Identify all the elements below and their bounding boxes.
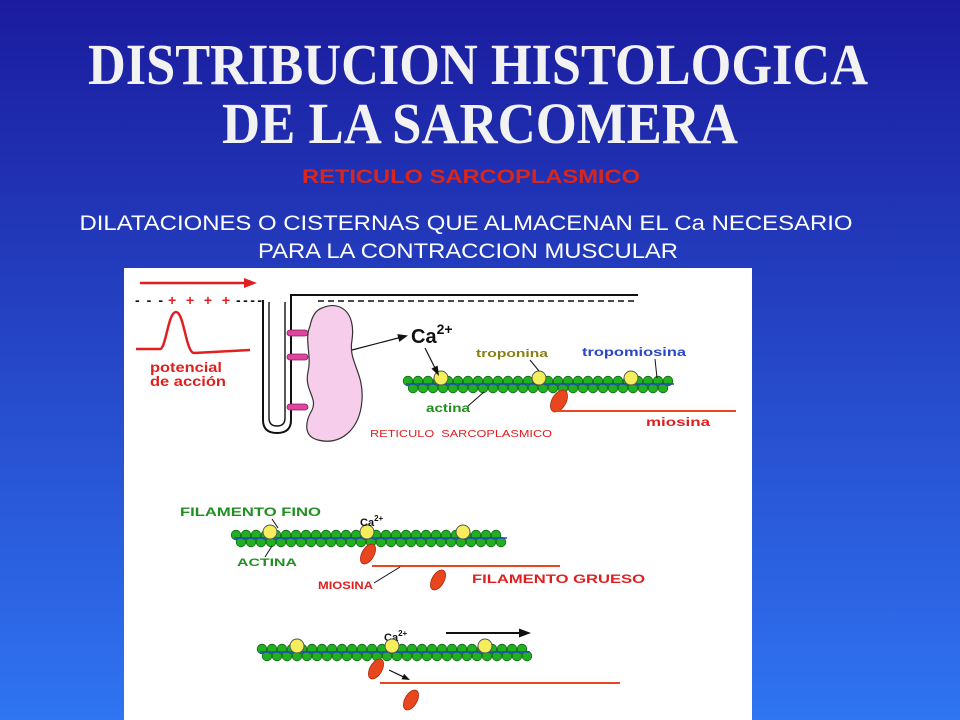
membrane-negative-charges: - - - [135,292,163,308]
myosin-head [403,689,419,711]
description-line-1: DILATACIONES O CISTERNAS QUE ALMACENAN E… [80,212,853,235]
calcium-symbol: Ca [360,517,375,529]
action-potential-curve [136,310,251,355]
slide-title-line-2: DE LA SARCOMERA [222,91,738,156]
diagram-panel [124,268,752,720]
troponin-bead [384,638,400,654]
troponin-bead [531,370,547,386]
troponin-bead [455,524,471,540]
calcium-charge: 2+ [437,321,453,337]
miosina-label: MIOSINA [318,580,373,592]
actin-filament [230,524,507,548]
actina-label: ACTINA [237,557,297,569]
calcium-release-arrow [351,334,408,351]
reticulo-sarcoplasmico-label: RETICULO SARCOPLASMICO [370,429,552,440]
action-potential-label: potencial [150,359,222,375]
arrow-right-icon [140,278,257,288]
t-tubule-inner-membrane [268,302,286,427]
label-leader-line [373,566,401,584]
sarcomere-diagram: - - - + + + + - - - - potencial de acció… [124,268,752,720]
myosin-head [430,569,446,591]
arrow-right-icon [446,628,531,638]
myosin-head [550,389,568,413]
description-line-2: PARA LA CONTRACCION MUSCULAR [258,240,678,263]
troponin-bead [477,638,493,654]
triad-connector [286,353,309,361]
t-tubule-outer-membrane [262,294,638,435]
calcium-ion-label: Ca2+ [411,321,453,348]
myosin-head [360,543,376,565]
arrow-down-right-icon [388,669,410,680]
filamento-fino-label: FILAMENTO FINO [180,505,321,519]
troponin-bead [289,638,305,654]
action-potential-label: de acción [150,373,226,389]
actina-label: actina [426,401,470,415]
label-leader-line [271,518,279,529]
label-leader-line [467,391,485,407]
label-leader-line [529,359,540,372]
slide-title-line-1: DISTRIBUCION HISTOLOGICA [88,32,868,97]
calcium-binding-arrow [424,347,439,376]
calcium-charge: 2+ [398,629,407,638]
label-leader-line [654,358,658,379]
calcium-symbol: Ca [411,326,437,348]
troponina-label: troponina [476,348,549,360]
calcium-charge: 2+ [374,514,383,523]
label-leader-line [264,545,273,558]
actin-filament [256,638,533,662]
slide-subtitle: RETICULO SARCOPLASMICO [302,167,640,188]
troponin-bead [359,524,375,540]
membrane-negative-charges: - - - - [236,292,262,308]
actin-filament [402,370,674,394]
triad-connector [286,403,309,411]
filamento-grueso-label: FILAMENTO GRUESO [472,572,645,586]
tropomiosina-label: tropomiosina [582,345,686,359]
troponin-bead [262,524,278,540]
triad-connector [286,329,309,337]
troponin-bead [623,370,639,386]
miosina-label: miosina [646,415,710,429]
calcium-ion-label: Ca2+ [360,514,384,529]
sarcoplasmic-reticulum-cistern [306,304,363,442]
myosin-head [368,658,384,680]
